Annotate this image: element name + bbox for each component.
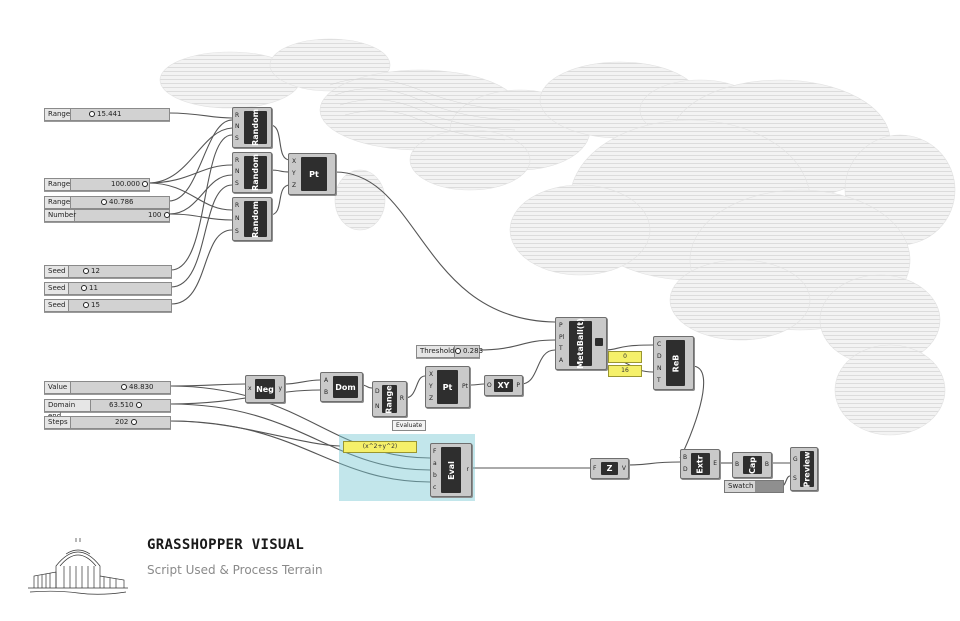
slider-number[interactable]: Number 100 <box>44 209 170 222</box>
slider-seed-3[interactable]: Seed 15 <box>44 299 172 312</box>
slider-knob-icon[interactable] <box>81 285 87 291</box>
slider-value: 40.786 <box>109 198 134 206</box>
slider-value: 15 <box>91 301 100 309</box>
slider-steps[interactable]: Steps 202 <box>44 416 171 429</box>
component-label: Pt <box>442 382 453 392</box>
component-label: Random <box>251 154 260 191</box>
slider-seed-1[interactable]: Seed 12 <box>44 265 172 278</box>
slider-value: 15.441 <box>97 110 122 118</box>
slider-value: 11 <box>89 284 98 292</box>
slider-value: 0.283 <box>463 347 484 355</box>
component-label: MetaBall(t) <box>576 318 586 369</box>
slider-label: Value <box>45 382 71 393</box>
panel-yellow-1[interactable]: 0 <box>608 351 642 363</box>
slider-value: 100 <box>148 211 162 219</box>
slider-label: Seed <box>45 300 69 311</box>
unit-z-component[interactable]: F Z V <box>590 458 629 479</box>
component-label: XY <box>497 381 510 390</box>
component-label: Extr <box>696 454 705 474</box>
slider-value: 48.830 <box>129 383 154 391</box>
component-label: Preview <box>802 450 812 488</box>
slider-range-2[interactable]: Range 100.000 <box>44 178 150 191</box>
page-title: GRASSHOPPER VISUAL <box>147 537 305 553</box>
slider-range-3[interactable]: Range 40.786 <box>44 196 170 209</box>
slider-knob-icon[interactable] <box>142 181 149 187</box>
slider-value: 100.000 <box>111 180 140 188</box>
panel-yellow-2[interactable]: 16 <box>608 365 642 377</box>
swatch-label: Swatch <box>728 482 754 490</box>
slider-knob-icon[interactable] <box>135 402 142 408</box>
slider-range-1[interactable]: Range 15.441 <box>44 108 170 121</box>
page-subtitle: Script Used & Process Terrain <box>147 563 323 577</box>
slider-knob-icon[interactable] <box>83 302 89 308</box>
component-label: Eval <box>446 460 456 480</box>
slider-knob-icon[interactable] <box>455 348 461 354</box>
building-sketch-icon <box>28 538 128 595</box>
component-label: Range <box>385 384 394 414</box>
slider-knob-icon[interactable] <box>163 212 170 218</box>
slider-label: Threshold <box>417 346 455 357</box>
slider-knob-icon[interactable] <box>83 268 89 274</box>
component-label: Dom <box>335 382 356 392</box>
slider-label: Range <box>45 197 71 208</box>
slider-knob-icon[interactable] <box>121 384 127 390</box>
slider-label: Domain end <box>45 400 91 420</box>
slider-domain-end[interactable]: Domain end 63.510 <box>44 399 171 420</box>
slider-label: Range <box>45 109 71 120</box>
negative-component[interactable]: x Neg y <box>245 375 285 403</box>
slider-label: Range <box>45 179 71 190</box>
slider-seed-2[interactable]: Seed 11 <box>44 282 172 295</box>
evaluate-tooltip: Evaluate <box>392 420 427 431</box>
slider-value[interactable]: Value 48.830 <box>44 381 171 394</box>
slider-label: Steps <box>45 417 71 428</box>
component-label: Random <box>251 200 260 238</box>
component-label: Random <box>251 109 260 146</box>
slider-threshold[interactable]: Threshold 0.283 <box>416 345 484 358</box>
component-label: Neg <box>256 384 274 394</box>
slider-knob-icon[interactable] <box>101 199 107 205</box>
slider-label: Number <box>45 210 76 221</box>
component-label: Cap <box>748 456 757 474</box>
slider-label: Seed <box>45 266 69 277</box>
swatch-color[interactable] <box>755 481 783 492</box>
cap-component[interactable]: B Cap B <box>732 452 772 478</box>
expression-panel[interactable]: (x^2+y^2) <box>343 441 417 453</box>
component-label: ReB <box>671 354 680 372</box>
slider-value: 63.510 <box>109 401 134 409</box>
slider-value: 202 <box>115 418 129 426</box>
slider-knob-icon[interactable] <box>89 111 95 117</box>
slider-value: 12 <box>91 267 100 275</box>
xy-plane-component[interactable]: O XY P <box>484 375 523 396</box>
component-label: Z <box>606 464 613 473</box>
swatch-component[interactable]: Swatch <box>724 480 784 493</box>
slider-label: Seed <box>45 283 69 294</box>
component-label: Pt <box>309 169 319 179</box>
output-icon <box>595 338 603 346</box>
slider-knob-icon[interactable] <box>130 419 137 425</box>
